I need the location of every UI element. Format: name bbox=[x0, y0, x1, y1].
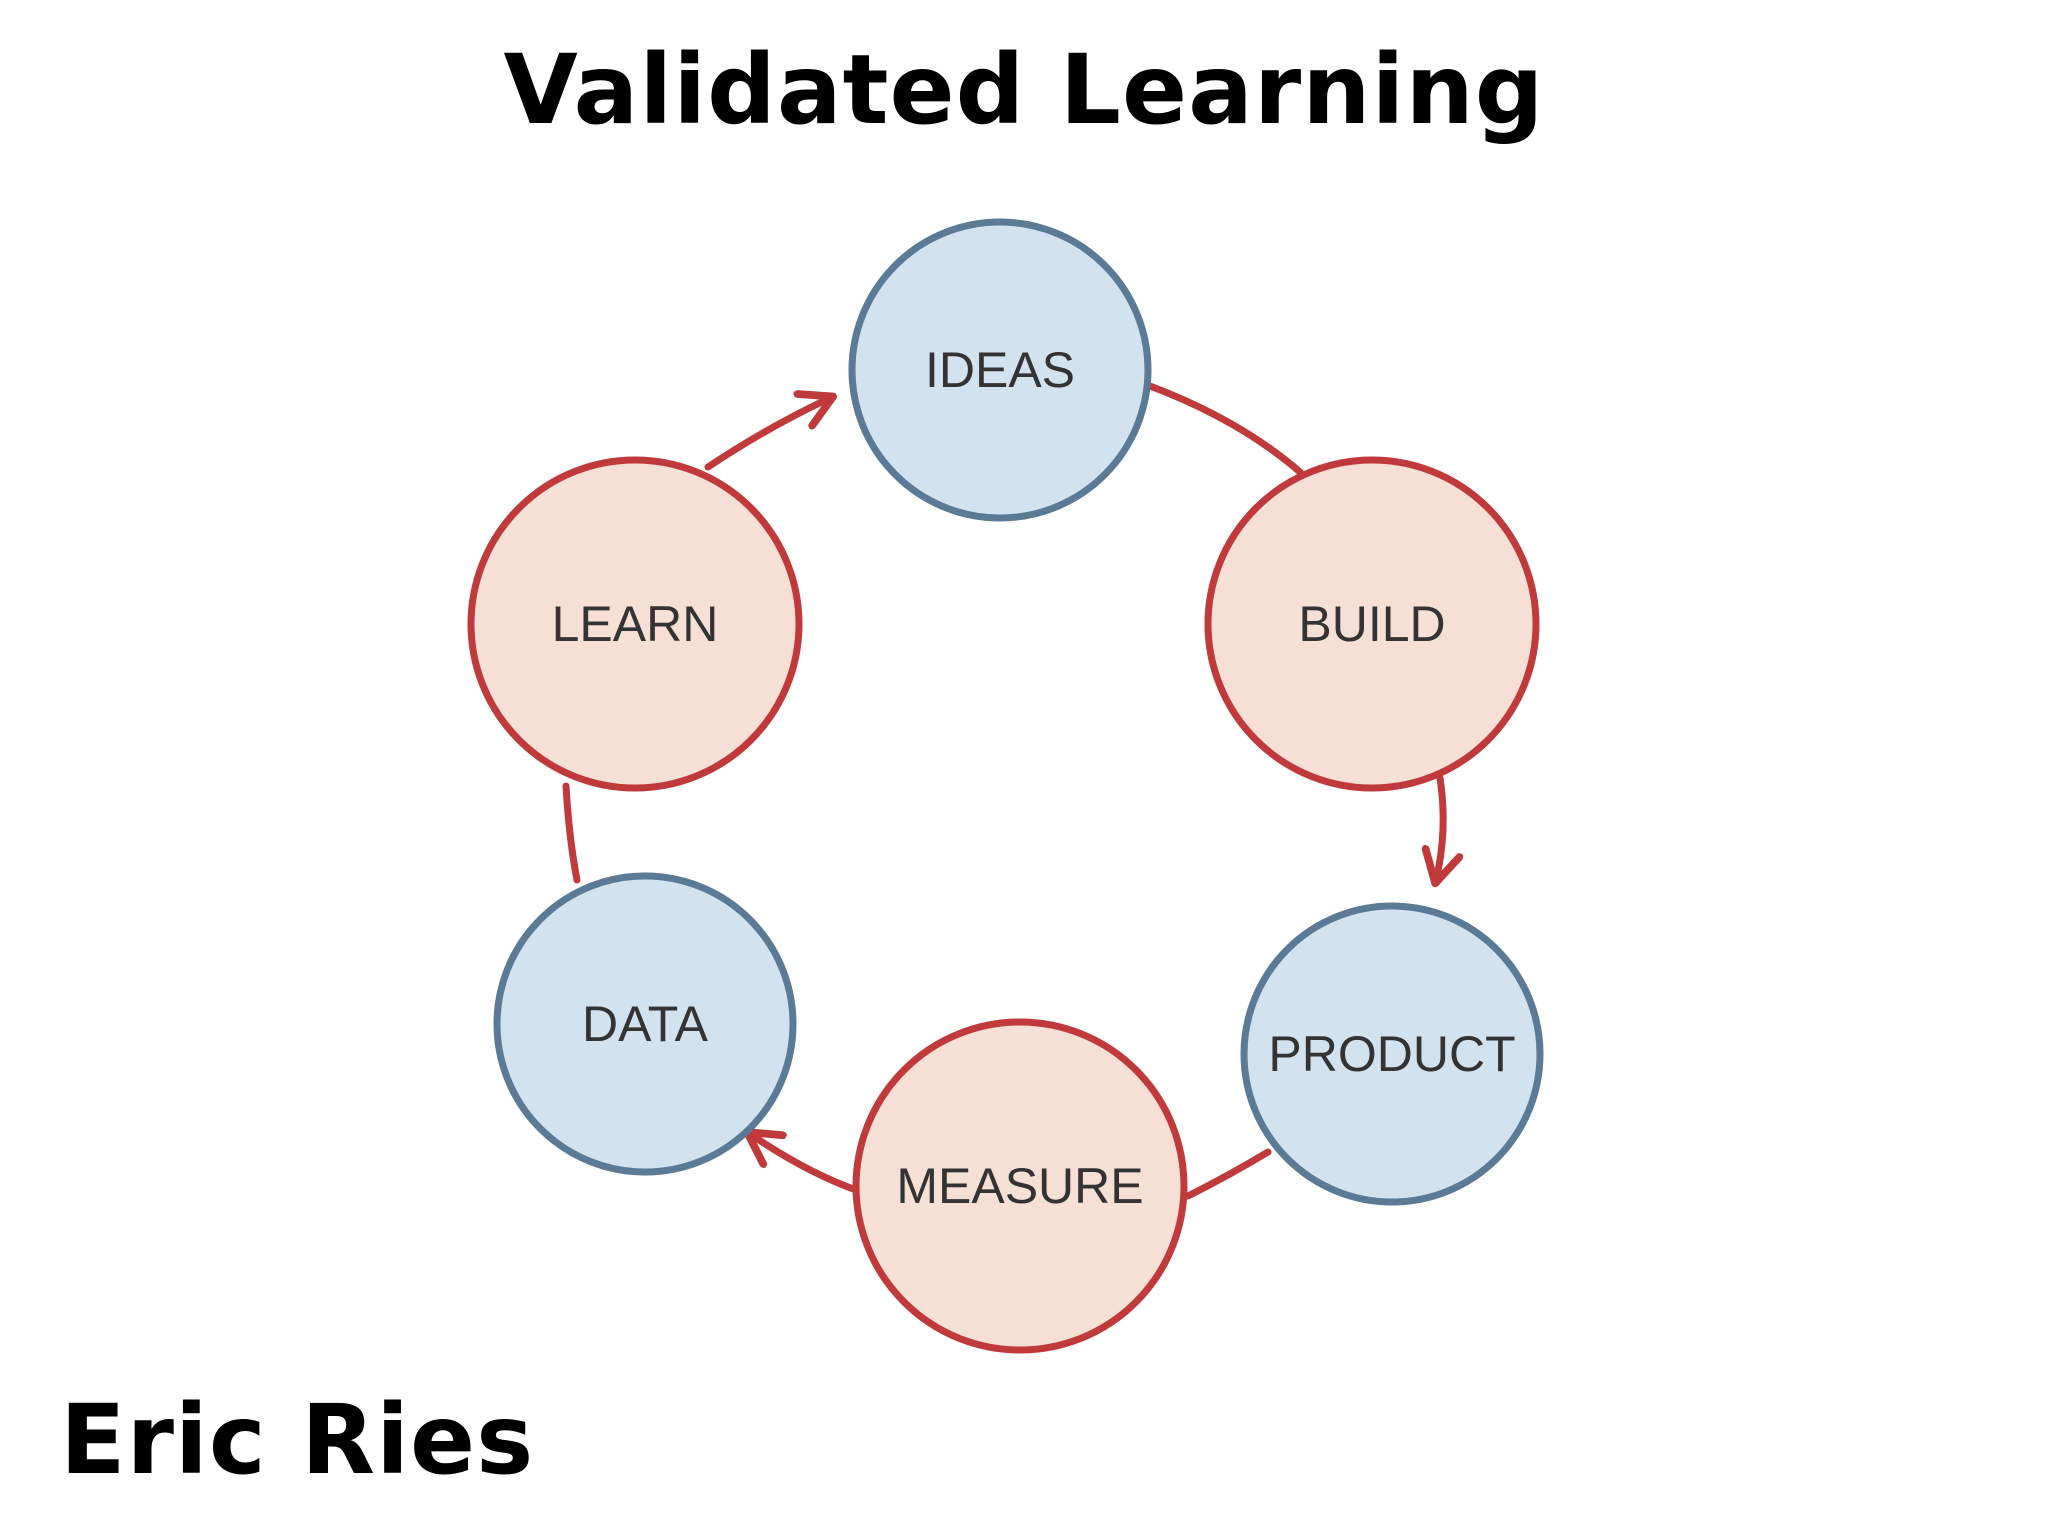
node-measure: MEASURE bbox=[852, 1018, 1188, 1354]
node-product-label: PRODUCT bbox=[1268, 1026, 1515, 1082]
edge-ideas-to-build-connector bbox=[1146, 382, 1304, 476]
node-ideas: IDEAS bbox=[848, 218, 1152, 522]
node-data-label: DATA bbox=[582, 996, 709, 1052]
node-learn-label: LEARN bbox=[552, 596, 719, 652]
node-data-circle bbox=[493, 872, 797, 1176]
node-learn-circle bbox=[467, 456, 803, 792]
node-ideas-circle bbox=[848, 218, 1152, 522]
author-name: Eric Ries bbox=[60, 1384, 535, 1496]
node-learn: LEARN bbox=[467, 456, 803, 792]
node-ideas-label: IDEAS bbox=[925, 342, 1075, 398]
cycle-nodes: IDEAS BUILD PRODUCT MEASURE DATA LEARN bbox=[467, 218, 1544, 1354]
edge-learn-to-ideas-arrow bbox=[704, 398, 830, 471]
node-build-circle bbox=[1204, 456, 1540, 792]
node-product: PRODUCT bbox=[1240, 902, 1544, 1206]
page-title: Validated Learning bbox=[503, 34, 1545, 146]
node-measure-label: MEASURE bbox=[896, 1158, 1143, 1214]
cycle-edges bbox=[562, 382, 1443, 1200]
edge-product-to-measure-connector bbox=[1184, 1148, 1272, 1200]
edge-measure-to-data-arrow bbox=[750, 1134, 860, 1194]
node-data: DATA bbox=[493, 872, 797, 1176]
node-build: BUILD bbox=[1204, 456, 1540, 792]
edge-data-to-learn-connector bbox=[562, 782, 581, 884]
node-product-circle bbox=[1240, 902, 1544, 1206]
node-build-label: BUILD bbox=[1298, 596, 1445, 652]
edge-build-to-product-arrow bbox=[1436, 774, 1443, 880]
node-measure-circle bbox=[852, 1018, 1188, 1354]
